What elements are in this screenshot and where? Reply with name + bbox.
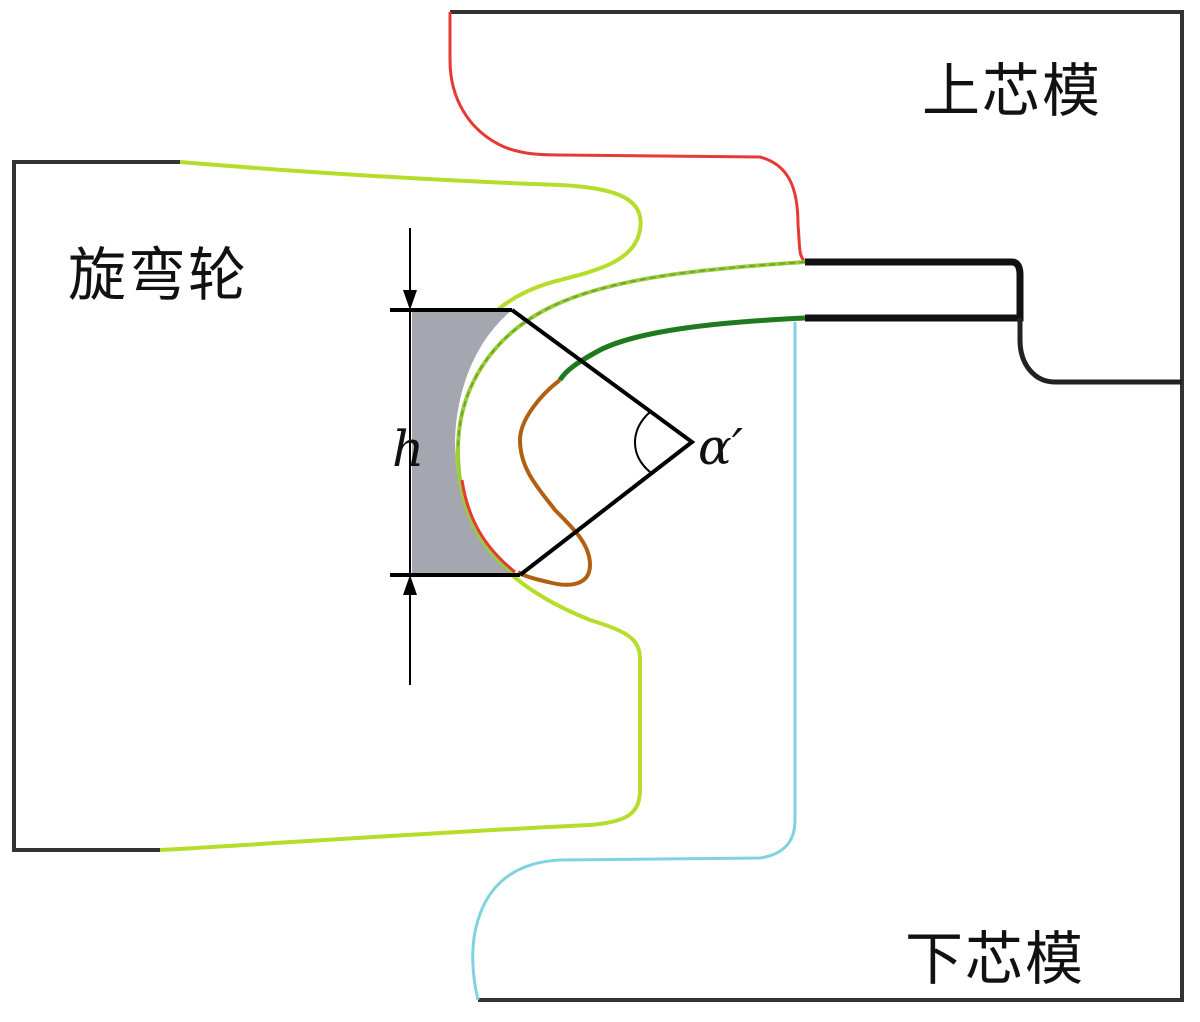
tube-straight-section: [805, 258, 1182, 385]
die-frame: [450, 10, 1184, 1002]
upper-core-die-profile: [448, 12, 807, 264]
height-dimension: [390, 228, 520, 685]
shaded-contact-region: [412, 310, 518, 575]
angle-construction: [510, 308, 696, 577]
inner-section-profile: [516, 378, 593, 587]
upper-core-die-label: 上芯模: [922, 57, 1103, 125]
lower-core-die-profile: [471, 322, 797, 1001]
lower-core-die-label: 下芯模: [905, 925, 1086, 993]
rotary-bending-wheel-label: 旋弯轮: [68, 241, 249, 309]
height-symbol-label: h: [392, 420, 425, 478]
bent-tube-profile: [455, 260, 806, 577]
angle-symbol-label: α′: [698, 418, 744, 476]
